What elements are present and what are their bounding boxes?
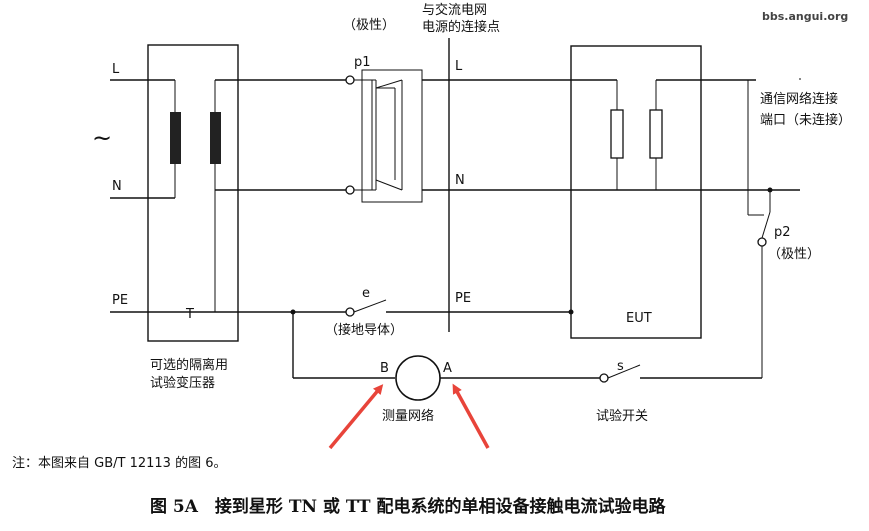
eut-resistor-right [649, 109, 663, 159]
label-N-right: N [455, 173, 465, 188]
p1-terminal-bottom [345, 185, 355, 195]
transformer-core-right [210, 112, 221, 164]
label-test-switch: 试验开关 [596, 408, 648, 424]
label-PE-left: PE [112, 293, 128, 308]
transformer-box [147, 44, 239, 342]
label-PE-right: PE [455, 291, 471, 306]
label-s: s [617, 359, 624, 374]
label-e: e [362, 286, 370, 301]
label-L-left: L [112, 62, 120, 77]
e-switch-terminal [345, 307, 355, 317]
label-grid-conn-1: 与交流电网 [422, 2, 487, 18]
label-grid-conn-2: 电源的连接点 [422, 19, 500, 35]
label-telecom-2: 端口（未连接） [760, 112, 851, 128]
eut-box [570, 45, 702, 339]
transformer-core-left [170, 112, 181, 164]
s-switch-blade [607, 364, 641, 379]
label-transformer-2: 试验变压器 [150, 375, 215, 391]
label-telecom-1: 通信网络连接 [760, 91, 838, 107]
figure-caption: 图 5A 接到星形 TN 或 TT 配电系统的单相设备接触电流试验电路 [150, 496, 666, 517]
label-measure-network: 测量网络 [382, 408, 434, 424]
label-p2: p2 [774, 225, 791, 240]
label-A: A [443, 361, 452, 376]
label-EUT: EUT [626, 311, 652, 326]
label-B: B [380, 361, 389, 376]
watermark: bbs.angui.org [762, 10, 848, 23]
label-N-left: N [112, 179, 122, 194]
p2-switch-blade [761, 211, 771, 239]
label-L-right: L [455, 59, 463, 74]
note-text: 注：本图来自 GB/T 12113 的图 6。 [12, 455, 226, 471]
label-transformer-1: 可选的隔离用 [150, 357, 228, 373]
annotation-arrow-B [328, 384, 384, 450]
p1-terminal-top [345, 75, 355, 85]
label-polarity-top: （极性） [343, 18, 395, 33]
ac-symbol: ~ [92, 124, 112, 152]
annotation-arrow-A [452, 383, 490, 449]
p2-terminal [757, 237, 767, 247]
eut-resistor-left [610, 109, 624, 159]
e-switch-blade [353, 299, 387, 313]
label-p1: p1 [354, 55, 371, 70]
s-switch-terminal [599, 373, 609, 383]
label-ground-conductor: （接地导体） [325, 322, 403, 338]
p1-switch-box [361, 69, 423, 203]
label-T: T [185, 307, 194, 322]
label-polarity-p2: （极性） [768, 247, 820, 262]
measuring-network-meter [395, 355, 441, 401]
